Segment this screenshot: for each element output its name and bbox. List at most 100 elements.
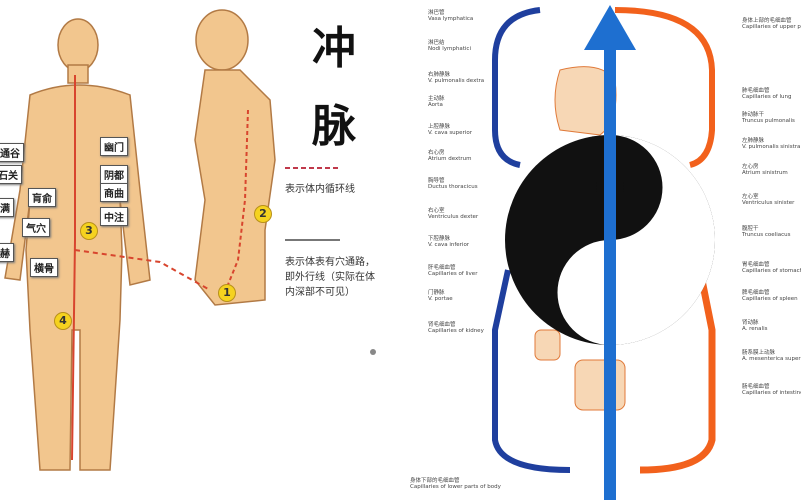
point-shiguan: 石关	[0, 165, 22, 184]
label-cn: 淋巴结	[428, 40, 445, 46]
label-en: A. mesenterica superior	[742, 356, 801, 362]
legend-dashed-text: 表示体内循环线	[285, 184, 355, 195]
meridian-internal-line	[74, 249, 211, 291]
dot	[370, 349, 376, 355]
point-tonggu: 通谷	[0, 143, 24, 162]
label-cn: 身体上部的毛细血管	[742, 18, 792, 24]
label-cn: 肠毛细血管	[742, 384, 770, 390]
label-en: V. portae	[428, 296, 453, 302]
front-body-figure	[4, 18, 151, 471]
label-cn: 肾毛细血管	[428, 322, 456, 328]
upper-vein-loop	[492, 7, 541, 168]
point-qixue: 气穴	[22, 218, 50, 237]
label-en: Capillaries of lower parts of body	[410, 484, 501, 490]
label-cn: 右心房	[428, 150, 445, 156]
label-cn: 主动脉	[428, 96, 445, 102]
circulation-diagram	[400, 0, 801, 500]
label-cn: 脾毛细血管	[742, 290, 770, 296]
point-zhongzhu: 中注	[100, 207, 128, 226]
label-cn: 胃毛细血管	[742, 262, 770, 268]
marker-4: 4	[54, 312, 72, 330]
marker-2: 2	[254, 205, 272, 223]
point-henggu: 横骨	[30, 258, 58, 277]
marker-1: 1	[218, 284, 236, 302]
legend-solid-text: 表示体表有穴通路，即外行线（实际在体内深部不可见）	[285, 257, 375, 298]
label-en: Nodi lymphatici	[428, 46, 471, 52]
label-en: Atrium sinistrum	[742, 170, 788, 176]
label-cn: 肾动脉	[742, 320, 759, 326]
label-cn: 下腔静脉	[428, 236, 451, 242]
label-cn: 肠系膜上动脉	[742, 350, 776, 356]
point-huangshu: 肓俞	[28, 188, 56, 207]
label-en: Capillaries of upper periphery	[742, 24, 801, 30]
label-cn: 右心室	[428, 208, 445, 214]
label-en: Capillaries of kidney	[428, 328, 484, 334]
label-cn: 淋巴管	[428, 10, 445, 16]
label-cn: 左心室	[742, 194, 759, 200]
label-en: Capillaries of spleen	[742, 296, 798, 302]
meridian-spine-line	[224, 109, 249, 293]
point-yindu: 阴都	[100, 165, 128, 184]
marker-3: 3	[80, 222, 98, 240]
label-cn: 腹腔干	[742, 226, 759, 232]
label-en: V. cava inferior	[428, 242, 470, 248]
label-cn: 肺动脉干	[742, 112, 765, 118]
label-en: Capillaries of stomach	[742, 268, 801, 274]
label-en: V. pulmonalis sinistra	[742, 144, 801, 150]
point-youmen: 幽门	[100, 137, 128, 156]
label-en: Ventriculus sinister	[742, 200, 795, 206]
label-cn: 肝毛细血管	[428, 265, 456, 271]
label-cn: 身体下部的毛细血管	[410, 478, 460, 484]
label-cn: 上腔静脉	[428, 124, 451, 130]
lower-vein-loop	[492, 269, 571, 473]
label-en: Vasa lymphatica	[428, 16, 474, 22]
label-cn: 门静脉	[428, 290, 445, 296]
label-en: Capillaries of liver	[428, 271, 478, 277]
label-en: Truncus coeliacus	[742, 232, 791, 238]
point-dahe: 赫	[0, 243, 14, 262]
label-en: Truncus pulmonalis	[742, 118, 795, 124]
label-bottom: 身体下部的毛细血管 Capillaries of lower parts of …	[410, 478, 501, 490]
label-en: Aorta	[428, 102, 443, 108]
label-en: V. pulmonalis dextra	[428, 78, 485, 84]
point-siman: 满	[0, 198, 14, 217]
label-en: Atrium dextrum	[428, 156, 472, 162]
upward-arrow-icon	[584, 5, 636, 500]
label-en: Capillaries of lung	[742, 94, 792, 100]
label-cn: 左心房	[742, 164, 759, 170]
label-en: Capillaries of intestine	[742, 390, 801, 396]
lower-artery-loop	[639, 269, 716, 474]
title-char-2: 脉	[312, 101, 356, 152]
label-en: Ductus thoracicus	[428, 184, 478, 190]
point-shangqu: 商曲	[100, 183, 128, 202]
label-en: V. cava superior	[428, 130, 472, 136]
label-cn: 胸导管	[428, 178, 445, 184]
title-char-1: 冲	[312, 23, 356, 74]
label-en: Ventriculus dexter	[428, 214, 479, 220]
label-cn: 左肺静脉	[742, 138, 765, 144]
label-cn: 右肺静脉	[428, 72, 451, 78]
